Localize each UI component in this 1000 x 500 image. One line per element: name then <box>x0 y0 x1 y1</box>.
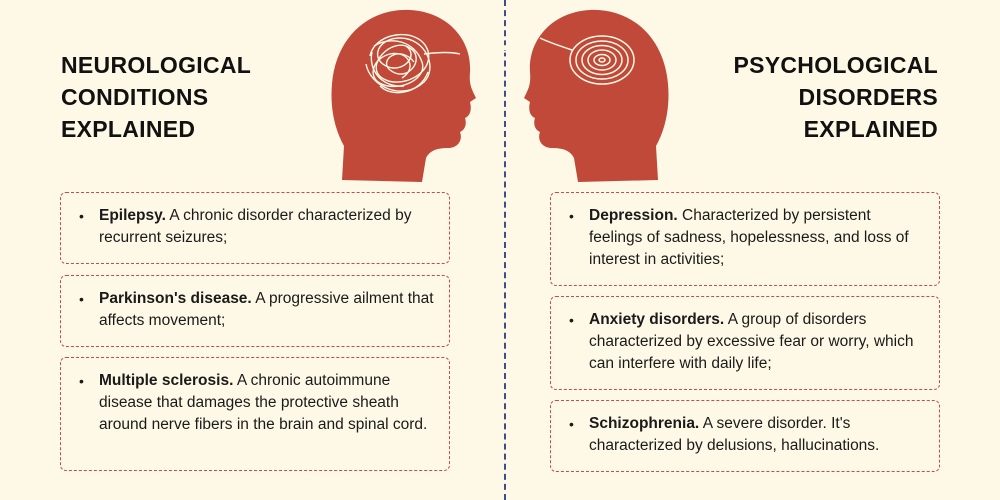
multiple-sclerosis-card: Multiple sclerosis. A chronic autoimmune… <box>60 357 450 471</box>
term-label: Epilepsy. <box>99 207 166 224</box>
term-description: A group of disorders characterized by ex… <box>589 311 914 372</box>
term-description: A progressive ailment that affects movem… <box>99 290 434 329</box>
list-item: Multiple sclerosis. A chronic autoimmune… <box>79 370 435 436</box>
anxiety-card: Anxiety disorders. A group of disorders … <box>550 296 940 390</box>
term-description: A chronic autoimmune disease that damage… <box>99 372 428 433</box>
list-item: Depression. Characterized by persistent … <box>569 205 925 271</box>
list-item: Epilepsy. A chronic disorder characteriz… <box>79 205 435 249</box>
schizophrenia-card: Schizophrenia. A severe disorder. It's c… <box>550 400 940 472</box>
psychological-title: PSYCHOLOGICAL DISORDERS EXPLAINED <box>733 49 938 145</box>
head-profile-spiral-thoughts-icon <box>524 9 669 182</box>
term-label: Parkinson's disease. <box>99 290 252 307</box>
head-profile-tangled-thoughts-icon <box>331 9 476 182</box>
term-label: Multiple sclerosis. <box>99 372 234 389</box>
title-line: DISORDERS <box>798 84 938 110</box>
title-line: NEUROLOGICAL <box>61 52 252 78</box>
term-description: Characterized by persistent feelings of … <box>589 207 909 268</box>
list-item: Anxiety disorders. A group of disorders … <box>569 309 925 375</box>
term-description: A chronic disorder characterized by recu… <box>99 207 412 246</box>
neurological-title: NEUROLOGICAL CONDITIONS EXPLAINED <box>61 49 251 145</box>
depression-card: Depression. Characterized by persistent … <box>550 192 940 286</box>
center-divider <box>504 0 506 500</box>
list-item: Parkinson's disease. A progressive ailme… <box>79 288 435 332</box>
epilepsy-card: Epilepsy. A chronic disorder characteriz… <box>60 192 450 264</box>
list-item: Schizophrenia. A severe disorder. It's c… <box>569 413 925 457</box>
term-label: Schizophrenia. <box>589 415 700 432</box>
title-line: EXPLAINED <box>803 116 938 142</box>
title-line: PSYCHOLOGICAL <box>733 52 938 78</box>
title-line: CONDITIONS <box>61 84 209 110</box>
term-description: A severe disorder. It's characterized by… <box>589 415 880 454</box>
parkinsons-card: Parkinson's disease. A progressive ailme… <box>60 275 450 347</box>
title-line: EXPLAINED <box>61 116 196 142</box>
term-label: Anxiety disorders. <box>589 311 725 328</box>
term-label: Depression. <box>589 207 678 224</box>
